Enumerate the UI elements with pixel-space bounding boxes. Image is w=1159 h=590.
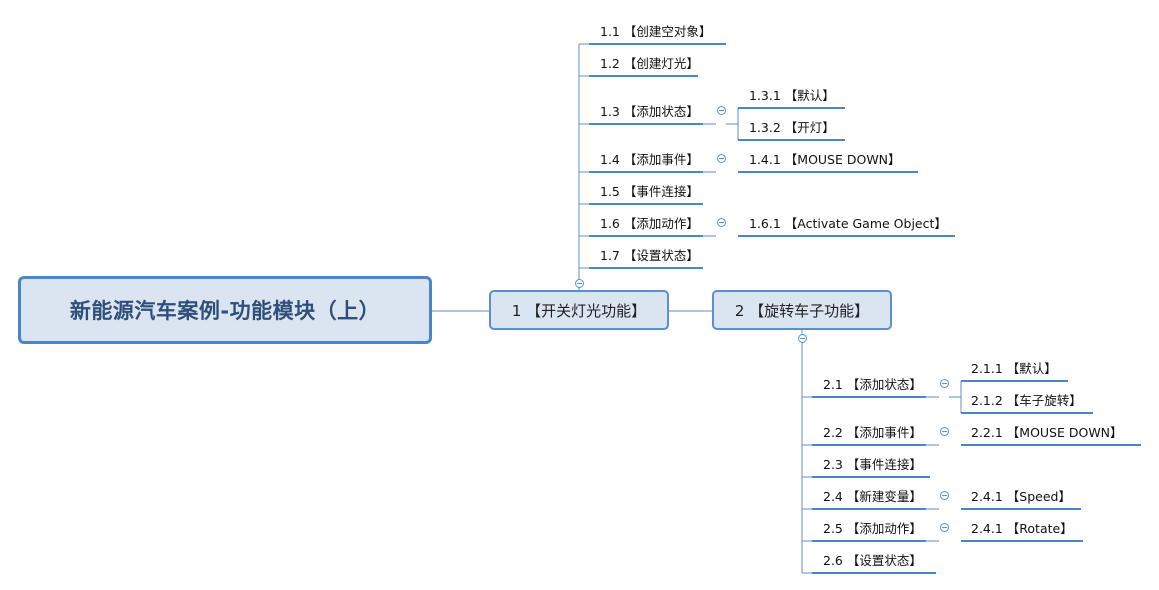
topic-2-4[interactable]: 2.4 【新建变量】 [823, 489, 922, 504]
collapse-toggle-icon[interactable] [940, 379, 949, 388]
collapse-toggle-icon[interactable] [940, 491, 949, 500]
topic-2-1-2[interactable]: 2.1.2 【车子旋转】 [971, 393, 1082, 408]
collapse-toggle-icon[interactable] [575, 279, 584, 288]
branch-toggle-light-function[interactable]: 1 【开关灯光功能】 [489, 290, 669, 330]
topic-1-6-1[interactable]: 1.6.1 【Activate Game Object】 [749, 216, 947, 231]
topic-2-5-1[interactable]: 2.4.1 【Rotate】 [971, 521, 1073, 536]
topic-1-1[interactable]: 1.1 【创建空对象】 [600, 24, 712, 39]
branch-label: 2 【旋转车子功能】 [734, 301, 870, 320]
collapse-toggle-icon[interactable] [940, 523, 949, 532]
topic-2-2-1[interactable]: 2.2.1 【MOUSE DOWN】 [971, 425, 1123, 440]
collapse-toggle-icon[interactable] [717, 106, 726, 115]
topic-1-4-1[interactable]: 1.4.1 【MOUSE DOWN】 [749, 152, 901, 167]
branch-label: 1 【开关灯光功能】 [511, 301, 647, 320]
topic-2-2[interactable]: 2.2 【添加事件】 [823, 425, 922, 440]
topic-1-2[interactable]: 1.2 【创建灯光】 [600, 56, 699, 71]
topic-2-1[interactable]: 2.1 【添加状态】 [823, 377, 922, 392]
root-topic[interactable]: 新能源汽车案例-功能模块（上） [18, 276, 432, 344]
topic-2-5[interactable]: 2.5 【添加动作】 [823, 521, 922, 536]
topic-1-3-1[interactable]: 1.3.1 【默认】 [749, 88, 835, 103]
topic-1-6[interactable]: 1.6 【添加动作】 [600, 216, 699, 231]
topic-1-7[interactable]: 1.7 【设置状态】 [600, 248, 699, 263]
root-topic-label: 新能源汽车案例-功能模块（上） [69, 299, 381, 323]
topic-2-1-1[interactable]: 2.1.1 【默认】 [971, 361, 1057, 376]
topic-2-6[interactable]: 2.6 【设置状态】 [823, 553, 922, 568]
collapse-toggle-icon[interactable] [798, 334, 807, 343]
topic-2-4-1[interactable]: 2.4.1 【Speed】 [971, 489, 1071, 504]
collapse-toggle-icon[interactable] [940, 427, 949, 436]
topic-1-3[interactable]: 1.3 【添加状态】 [600, 104, 699, 119]
topic-2-3[interactable]: 2.3 【事件连接】 [823, 457, 922, 472]
topic-1-5[interactable]: 1.5 【事件连接】 [600, 184, 699, 199]
topic-1-3-2[interactable]: 1.3.2 【开灯】 [749, 120, 835, 135]
collapse-toggle-icon[interactable] [717, 154, 726, 163]
topic-1-4[interactable]: 1.4 【添加事件】 [600, 152, 699, 167]
branch-rotate-car-function[interactable]: 2 【旋转车子功能】 [712, 290, 892, 330]
collapse-toggle-icon[interactable] [717, 218, 726, 227]
